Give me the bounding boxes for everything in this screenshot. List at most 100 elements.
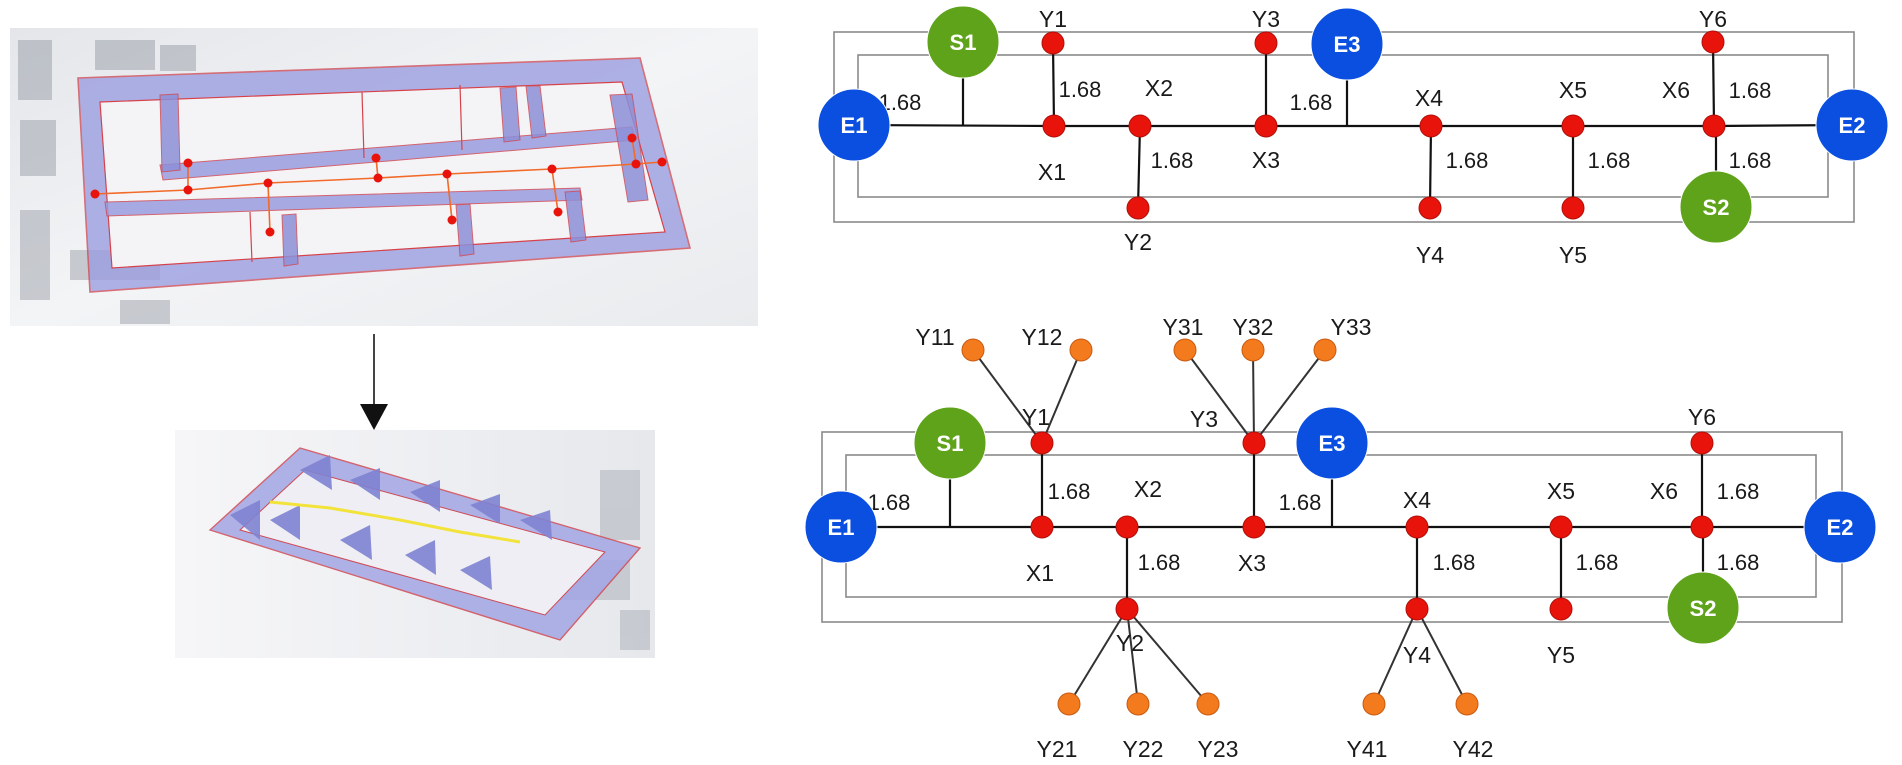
leaf-edge bbox=[1373, 608, 1418, 705]
leaf-edge bbox=[1253, 349, 1326, 444]
node-label: X1 bbox=[1038, 159, 1066, 185]
node-y1 bbox=[1041, 31, 1065, 55]
leaf-edge bbox=[1068, 608, 1128, 705]
hub-label: E2 bbox=[1827, 515, 1854, 540]
graph-edge bbox=[1428, 125, 1433, 209]
leaf-y11 bbox=[961, 338, 985, 362]
leaf-y31 bbox=[1173, 338, 1197, 362]
edge-weight-label: 1.68 bbox=[1717, 550, 1760, 575]
edge-weight-label: 1.68 bbox=[1059, 77, 1102, 102]
edge-weight-label: 1.68 bbox=[1290, 90, 1333, 115]
down-arrow-icon bbox=[360, 334, 388, 430]
leaf-edge bbox=[1126, 608, 1209, 705]
maze-render-top bbox=[10, 28, 758, 326]
node-x4 bbox=[1419, 114, 1443, 138]
leaf-y23 bbox=[1196, 692, 1220, 716]
node-label: X2 bbox=[1145, 75, 1173, 101]
leaf-edge bbox=[1041, 349, 1082, 444]
leaf-label: Y21 bbox=[1037, 736, 1078, 762]
leaf-label: Y32 bbox=[1233, 314, 1274, 340]
hub-label: E3 bbox=[1334, 32, 1361, 57]
leaf-label: Y22 bbox=[1123, 736, 1164, 762]
node-y2 bbox=[1115, 597, 1139, 621]
node-label: Y3 bbox=[1252, 6, 1280, 32]
node-label: X3 bbox=[1252, 147, 1280, 173]
node-x2 bbox=[1128, 114, 1152, 138]
node-label: Y4 bbox=[1403, 642, 1431, 668]
node-x6 bbox=[1690, 515, 1714, 539]
leaf-edge bbox=[972, 349, 1043, 444]
edge-weight-label: 1.68 bbox=[1433, 550, 1476, 575]
node-y6 bbox=[1701, 30, 1725, 54]
edge-weight-label: 1.68 bbox=[868, 490, 911, 515]
node-label: Y2 bbox=[1124, 229, 1152, 255]
hub-e3 bbox=[1295, 406, 1369, 480]
leaf-edge bbox=[1126, 608, 1139, 705]
hub-label: E1 bbox=[828, 515, 855, 540]
leaf-y21 bbox=[1057, 692, 1081, 716]
node-x4 bbox=[1405, 515, 1429, 539]
node-label: X1 bbox=[1026, 560, 1054, 586]
node-x1 bbox=[1042, 114, 1066, 138]
leaf-y33 bbox=[1313, 338, 1337, 362]
node-label: X2 bbox=[1134, 476, 1162, 502]
node-x2 bbox=[1115, 515, 1139, 539]
hub-e2 bbox=[1815, 88, 1889, 162]
hub-e1 bbox=[804, 490, 878, 564]
graph-edge bbox=[1051, 42, 1056, 127]
hub-label: E1 bbox=[841, 113, 868, 138]
leaf-edge bbox=[1416, 608, 1468, 705]
edge-weight-label: 1.68 bbox=[1138, 550, 1181, 575]
node-label: Y5 bbox=[1547, 642, 1575, 668]
hub-e3 bbox=[1310, 7, 1384, 81]
leaf-label: Y31 bbox=[1163, 314, 1204, 340]
hub-label: E3 bbox=[1319, 431, 1346, 456]
node-label: X5 bbox=[1559, 77, 1587, 103]
node-label: X6 bbox=[1650, 478, 1678, 504]
node-label: Y4 bbox=[1416, 242, 1444, 268]
leaf-edge bbox=[1184, 349, 1255, 444]
node-label: X6 bbox=[1662, 77, 1690, 103]
leaf-edge bbox=[1252, 349, 1255, 444]
edge-weight-label: 1.68 bbox=[1717, 479, 1760, 504]
graph-edge bbox=[1711, 41, 1716, 127]
hub-label: S1 bbox=[937, 431, 964, 456]
node-label: Y1 bbox=[1022, 404, 1050, 430]
hub-e1 bbox=[817, 88, 891, 162]
node-x5 bbox=[1561, 114, 1585, 138]
node-y3 bbox=[1242, 431, 1266, 455]
node-x3 bbox=[1254, 114, 1278, 138]
node-label: X3 bbox=[1238, 550, 1266, 576]
node-x1 bbox=[1030, 515, 1054, 539]
node-label: Y2 bbox=[1116, 630, 1144, 656]
hub-label: S1 bbox=[950, 30, 977, 55]
edge-weight-label: 1.68 bbox=[1048, 479, 1091, 504]
node-label: X4 bbox=[1403, 487, 1431, 513]
node-y3 bbox=[1254, 31, 1278, 55]
edge-weight-label: 1.68 bbox=[1729, 78, 1772, 103]
leaf-y41 bbox=[1362, 692, 1386, 716]
node-label: Y1 bbox=[1039, 6, 1067, 32]
edge-weight-label: 1.68 bbox=[1729, 148, 1772, 173]
node-label: Y6 bbox=[1688, 404, 1716, 430]
edge-weight-label: 1.68 bbox=[1151, 148, 1194, 173]
leaf-label: Y33 bbox=[1331, 314, 1372, 340]
leaf-label: Y12 bbox=[1022, 324, 1063, 350]
graph-edge bbox=[1136, 125, 1142, 209]
hub-s1 bbox=[926, 5, 1000, 79]
leaf-label: Y42 bbox=[1453, 736, 1494, 762]
node-y6 bbox=[1690, 431, 1714, 455]
edge-weight-label: 1.68 bbox=[1279, 490, 1322, 515]
node-label: X4 bbox=[1415, 85, 1443, 111]
node-y1 bbox=[1030, 431, 1054, 455]
node-y4 bbox=[1418, 196, 1442, 220]
node-y2 bbox=[1126, 196, 1150, 220]
leaf-y42 bbox=[1455, 692, 1479, 716]
node-label: Y3 bbox=[1190, 406, 1218, 432]
node-label: Y6 bbox=[1699, 6, 1727, 32]
hub-s2 bbox=[1666, 571, 1740, 645]
hub-label: E2 bbox=[1839, 113, 1866, 138]
leaf-y12 bbox=[1069, 338, 1093, 362]
hub-s1 bbox=[913, 406, 987, 480]
